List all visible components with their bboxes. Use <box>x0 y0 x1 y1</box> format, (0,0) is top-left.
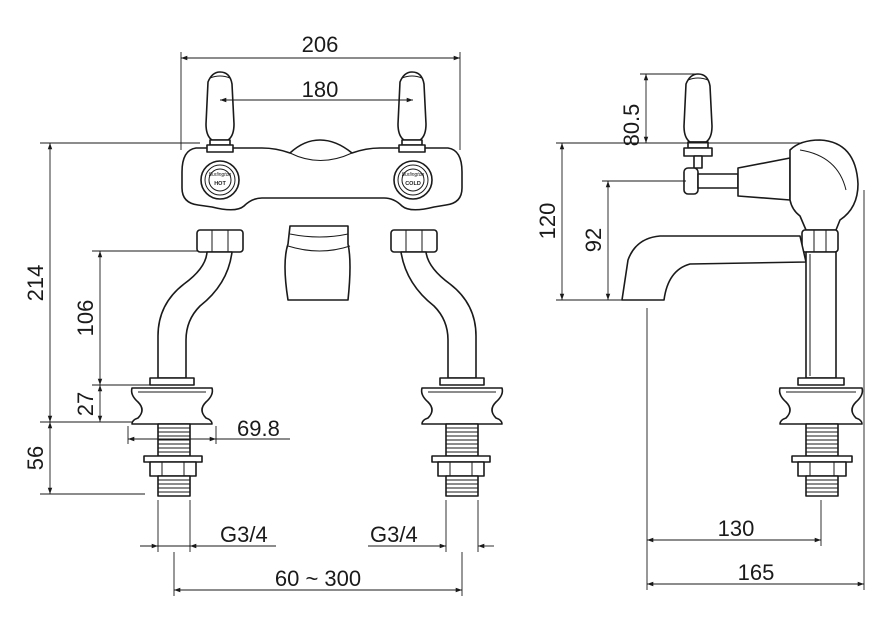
dim-130: 130 <box>718 516 755 541</box>
dim-120: 120 <box>535 203 560 240</box>
hot-label: HOT <box>214 181 226 187</box>
hot-brand-text: Burlington <box>209 172 232 178</box>
cold-label: COLD <box>405 181 421 187</box>
cold-brand-text: Burlington <box>402 172 425 178</box>
right-leg <box>390 229 504 425</box>
dim-180: 180 <box>302 77 339 102</box>
right-shank <box>431 423 491 497</box>
dim-g34-right: G3/4 <box>370 522 418 547</box>
dim-69-8: 69.8 <box>237 416 280 441</box>
dim-106: 106 <box>73 300 98 337</box>
cold-indice: Burlington COLD <box>393 160 433 200</box>
front-view: Burlington HOT Burlington COLD <box>130 71 504 497</box>
dim-g34-left: G3/4 <box>220 522 268 547</box>
dim-60-300: 60 ~ 300 <box>275 566 361 591</box>
hot-indice: Burlington HOT <box>200 160 240 200</box>
bridge-body <box>181 139 463 211</box>
front-dimensions: 206 180 214 106 27 56 69.8 G3 <box>23 32 494 596</box>
side-view <box>621 73 864 497</box>
side-dimensions: 80.5 120 92 130 165 <box>535 73 865 590</box>
left-shank <box>143 423 203 497</box>
dim-27: 27 <box>73 392 98 416</box>
side-handle <box>683 73 713 169</box>
dim-92: 92 <box>581 228 606 252</box>
dim-165: 165 <box>738 560 775 585</box>
side-spout <box>621 235 807 301</box>
front-spout <box>284 225 351 301</box>
dim-80-5: 80.5 <box>619 104 644 147</box>
cold-handle <box>397 71 427 153</box>
dim-206: 206 <box>302 32 339 57</box>
dim-56: 56 <box>23 446 48 470</box>
left-leg <box>130 229 244 425</box>
hot-handle <box>205 71 235 153</box>
dim-214: 214 <box>23 265 48 302</box>
